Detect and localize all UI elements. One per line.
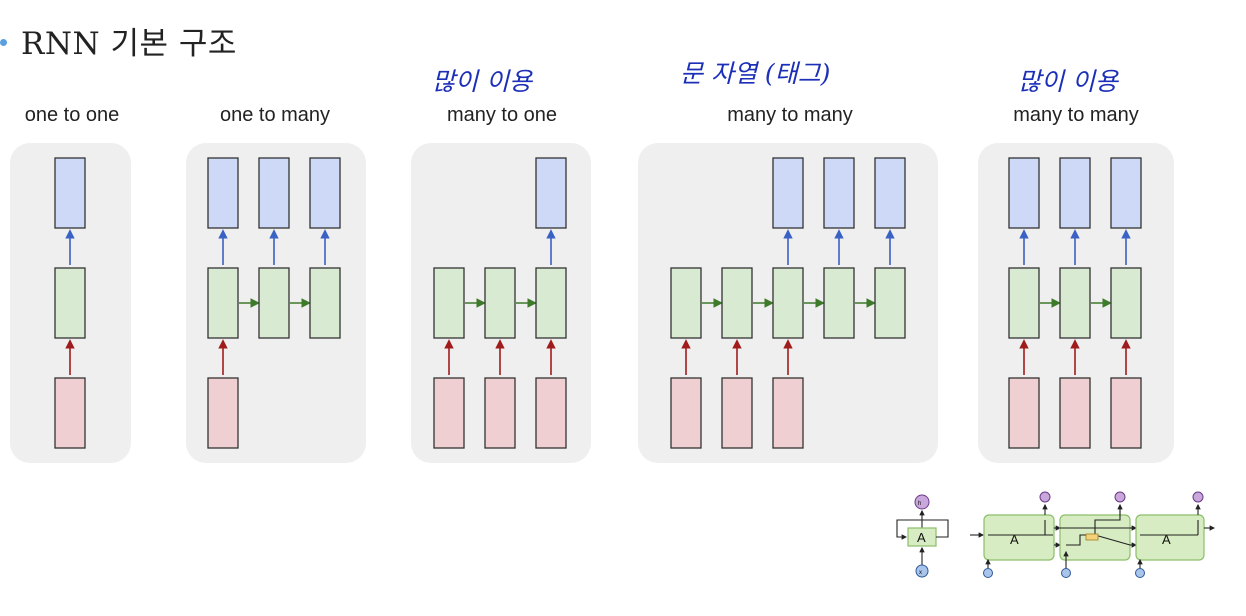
input-box [1059,377,1091,449]
lstm-cell-1-label: A [1010,532,1019,547]
output-box [1110,157,1142,229]
output-box [207,157,239,229]
x-symbol: x [919,570,922,576]
diagram-label-many-to-many-1: many to many [727,104,853,126]
output-box [772,157,804,229]
slide-title: RNN 기본 구조 [0,18,237,63]
input-box [721,377,753,449]
hidden-box [54,267,86,339]
hidden-box [433,267,465,339]
handwritten-note-1: 많이 이용 [432,67,532,96]
input-box [207,377,239,449]
diagram-label-one-to-many: one to many [219,104,331,126]
h-circle-2 [1114,491,1126,503]
x-circle-2 [1061,568,1071,578]
bullet-icon [0,39,7,46]
input-box [1110,377,1142,449]
hidden-box [535,267,567,339]
x-circle-1 [983,568,993,578]
h-circle-3 [1192,491,1204,503]
hidden-box [1008,267,1040,339]
input-box [1008,377,1040,449]
output-box [1059,157,1091,229]
rnn-folded-cell: h A x [896,494,949,578]
lstm-cell-1 [983,514,1055,561]
hidden-box [1059,267,1091,339]
output-box [535,157,567,229]
output-box [1008,157,1040,229]
hidden-box [207,267,239,339]
hidden-box [670,267,702,339]
input-box [54,377,86,449]
hidden-box [258,267,290,339]
output-box [823,157,855,229]
diagram-label-many-to-many-2: many to many [1013,104,1139,126]
hidden-box [823,267,855,339]
h-circle-1 [1039,491,1051,503]
hidden-box [484,267,516,339]
diagram-label-many-to-one: many to one [446,104,558,126]
h-output-circle [914,494,930,510]
hidden-box [874,267,906,339]
hidden-box [309,267,341,339]
hidden-box [772,267,804,339]
input-box [772,377,804,449]
lstm-cell-3-label: A [1162,532,1171,547]
output-box [54,157,86,229]
lstm-cell-3 [1135,514,1205,561]
input-box [535,377,567,449]
output-box [309,157,341,229]
diagram-label-one-to-one: one to one [24,104,120,126]
handwritten-note-2: 문 자열 (태그) [680,59,831,88]
slide-title-text: RNN 기본 구조 [21,26,237,62]
output-box [258,157,290,229]
h-symbol: h [918,501,921,507]
handwritten-note-3: 많이 이용 [1018,67,1118,96]
x-input-circle [915,564,929,578]
output-box [874,157,906,229]
input-box [670,377,702,449]
hidden-box [721,267,753,339]
input-box [433,377,465,449]
lstm-chain: A A [970,491,1216,578]
folded-cell-label: A [917,530,926,545]
x-circle-3 [1135,568,1145,578]
hidden-box [1110,267,1142,339]
input-box [484,377,516,449]
lstm-gate-box [1085,533,1099,541]
